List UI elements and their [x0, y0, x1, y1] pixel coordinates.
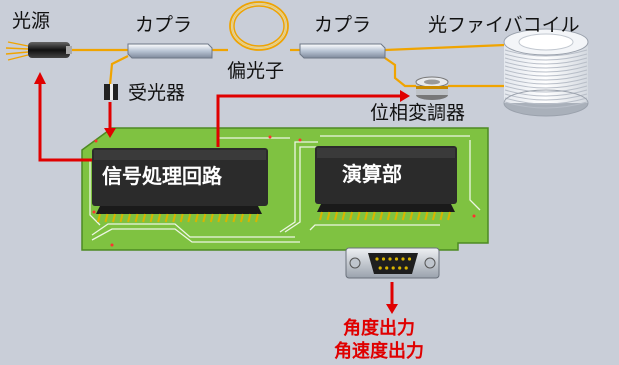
chip-pin [371, 211, 376, 221]
chip-pin [97, 213, 101, 223]
connector-pin [375, 257, 379, 261]
coil-winding [504, 57, 588, 65]
fiber-coil-label: 光ファイバコイル [428, 14, 580, 36]
coil-winding [504, 77, 588, 85]
chip-pin [379, 211, 384, 221]
connector-pin [381, 257, 386, 261]
chip-pin [386, 211, 391, 221]
connector-pin [394, 257, 399, 261]
photodetector [104, 84, 118, 100]
chip-pin [255, 213, 259, 223]
chip-pin [439, 211, 444, 221]
chip-pin [119, 213, 124, 223]
coupler-left-label: カプラ [135, 14, 193, 36]
coupler-right-label: カプラ [314, 14, 372, 36]
chip-pin [224, 213, 229, 223]
output-connector [345, 247, 440, 279]
signal-processing-label: 信号処理回路 [102, 164, 222, 188]
chip-pin [134, 213, 139, 223]
coil-winding [504, 65, 588, 73]
coil-winding [504, 53, 588, 61]
chip-pin [356, 211, 361, 221]
computation-chip [315, 146, 457, 221]
chip-pin [424, 211, 429, 221]
connector-pin [398, 266, 402, 270]
chip-pin [319, 211, 323, 221]
chip-pin [232, 213, 237, 223]
chip-pin [194, 213, 199, 223]
connector-pin [404, 266, 408, 270]
chip-pin [142, 213, 147, 223]
coupler-right-body [299, 43, 386, 59]
chip-pin [247, 213, 252, 223]
coil-winding [504, 61, 588, 69]
chip-pin [202, 213, 207, 223]
chip-pin [149, 213, 154, 223]
fiber-coil [503, 28, 589, 117]
coil-winding [504, 73, 588, 81]
connector-pin [407, 257, 412, 261]
coil-winding [504, 93, 588, 101]
chip-pin [209, 213, 214, 223]
connector-pin [401, 257, 405, 261]
chip-pin [394, 211, 399, 221]
phase-modulator [415, 76, 449, 100]
computation-label: 演算部 [342, 162, 402, 186]
chip-pin [179, 213, 184, 223]
coil-winding [504, 97, 588, 105]
chip-pin [164, 213, 169, 223]
connector-pin [391, 266, 395, 270]
chip-pin [447, 211, 451, 221]
chip-pin [341, 211, 346, 221]
coil-winding [504, 89, 588, 97]
light-source-label: 光源 [12, 10, 51, 32]
coupler-left-body [127, 43, 213, 59]
angle-output-label: 角度出力 [343, 318, 415, 339]
signal-arrows [38, 80, 400, 306]
chip-pin [326, 211, 331, 221]
chip-pin [401, 211, 406, 221]
chip-pin [409, 211, 414, 221]
phase-modulator-label: 位相変調器 [370, 102, 466, 124]
chip-pin [104, 213, 109, 223]
signal-processing-chip [92, 148, 268, 223]
arrowheads [34, 72, 410, 314]
light-source [5, 41, 72, 61]
optical-fiber [68, 1, 506, 88]
coil-winding [504, 101, 588, 109]
chip-pin [349, 211, 354, 221]
angular-velocity-output-label: 角速度出力 [334, 341, 424, 362]
chip-pin [187, 213, 192, 223]
chip-pin [112, 213, 117, 223]
chip-pin [431, 211, 436, 221]
connector-pin [378, 266, 382, 270]
chip-pin [127, 213, 132, 223]
polarizer-label: 偏光子 [227, 60, 285, 82]
photodetector-label: 受光器 [128, 82, 186, 104]
chip-pin [334, 211, 339, 221]
coil-winding [504, 85, 588, 93]
connector-pin [385, 266, 389, 270]
coil-winding [504, 81, 588, 89]
coil-winding [504, 69, 588, 77]
chip-pin [416, 211, 421, 221]
chip-pin [157, 213, 162, 223]
chip-pin [217, 213, 222, 223]
chip-pin [239, 213, 244, 223]
coil-winding [504, 49, 588, 57]
chip-pin [364, 211, 369, 221]
chip-pin [172, 213, 177, 223]
connector-pin [388, 257, 392, 261]
